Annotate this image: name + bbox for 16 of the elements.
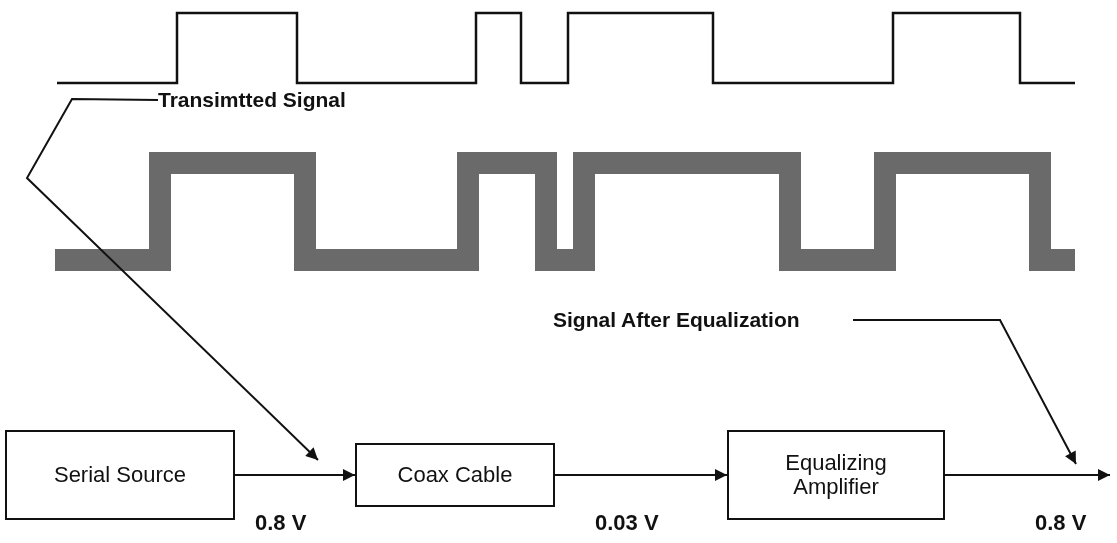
- signal-caption: Signal After Equalization: [553, 306, 853, 334]
- box-label: Equalizing Amplifier: [784, 450, 888, 500]
- process-box: [355, 443, 555, 507]
- process-box: [5, 430, 235, 520]
- box-label: Serial Source: [52, 462, 188, 488]
- leader-line: [25, 98, 319, 461]
- voltage-label: 0.8 V: [1035, 510, 1087, 536]
- signal-caption: Transimtted Signal: [158, 86, 398, 114]
- voltage-label: 0.03 V: [595, 510, 659, 536]
- process-box: [727, 430, 945, 520]
- box-label: Coax Cable: [396, 462, 514, 488]
- arrow: [234, 469, 356, 481]
- voltage-label: 0.8 V: [255, 510, 307, 536]
- leader-line: [852, 319, 1077, 465]
- arrow: [554, 469, 728, 481]
- arrow: [944, 469, 1111, 481]
